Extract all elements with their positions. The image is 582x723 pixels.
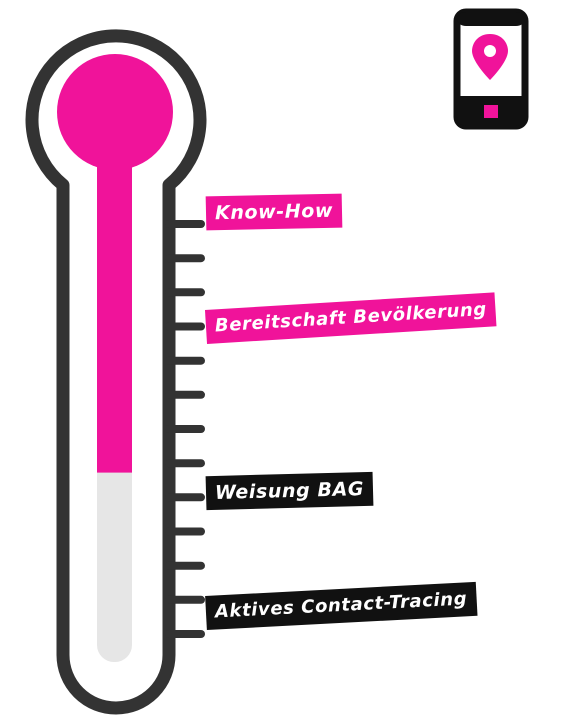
- label-know-how: Know-How: [205, 193, 343, 231]
- smartphone-location-pin-icon: [453, 8, 529, 130]
- thermometer-tube-fill: [97, 150, 132, 473]
- label-weisung-bag: Weisung BAG: [205, 471, 374, 511]
- thermometer-outline: [25, 29, 207, 715]
- thermometer-scale-ticks: [165, 220, 205, 638]
- thermometer-bulb: [57, 54, 173, 170]
